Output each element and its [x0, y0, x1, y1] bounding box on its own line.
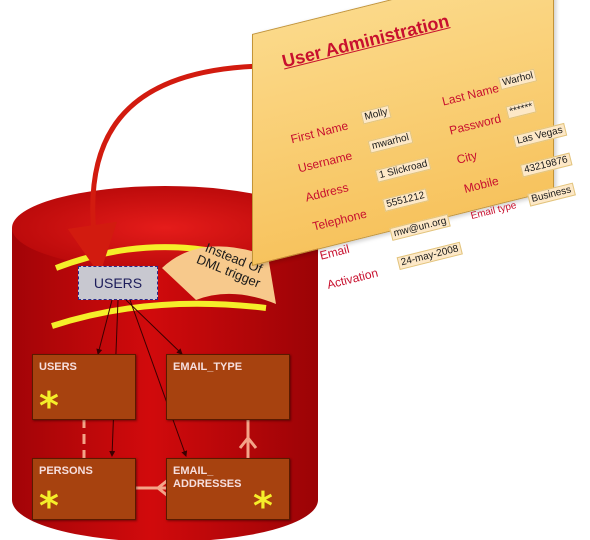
table-email-addresses-name: EMAIL_ ADDRESSES [173, 465, 242, 490]
table-email-addresses: EMAIL_ ADDRESSES * [166, 458, 290, 525]
table-persons: PERSONS * [32, 458, 136, 525]
table-users-name: USERS [39, 361, 77, 373]
users-view-box: USERS [78, 266, 158, 300]
form-to-view-arrow [67, 63, 263, 275]
star-icon: * [39, 384, 59, 428]
table-users: USERS * [32, 354, 136, 425]
star-icon: * [39, 484, 59, 528]
users-view-label: USERS [93, 275, 143, 291]
table-email-type: EMAIL_TYPE [166, 354, 290, 420]
table-persons-name: PERSONS [39, 465, 93, 477]
activation-field[interactable]: 24-may-2008 [396, 241, 463, 271]
trigger-tab [162, 246, 276, 304]
table-email-type-name: EMAIL_TYPE [173, 361, 243, 373]
highlight-arc-bottom [51, 300, 267, 329]
star-icon: * [253, 484, 273, 528]
user-admin-form: User Administration First Name Molly Use… [252, 0, 576, 292]
table-relationships [82, 418, 258, 498]
